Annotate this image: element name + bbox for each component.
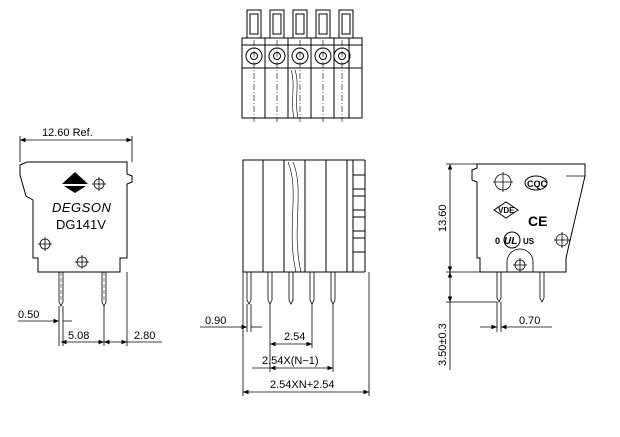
model-label: DG141V [56, 217, 106, 232]
svg-text:US: US [523, 237, 535, 246]
dim-pin-spacing-label: 5.08 [68, 330, 89, 342]
svg-text:VDE: VDE [498, 206, 515, 215]
latch-tabs [246, 9, 354, 39]
degson-logo-icon [62, 172, 88, 193]
right-view-pins [496, 272, 545, 303]
brand-label: DEGSON [52, 200, 111, 215]
dim-offset-label: 2.80 [134, 330, 155, 342]
dim-right-pin-thickness-label: 0.70 [519, 315, 540, 327]
dim-pitch-label: 2.54 [284, 331, 305, 343]
ce-mark-icon: CE [528, 213, 547, 229]
front-view: 0.90 2.54 2.54X(N−1) 2.54XN+2.54 [200, 159, 370, 396]
front-view-pins [246, 272, 336, 305]
dim-pin-thickness-label: 0.50 [18, 309, 39, 321]
front-view-body [242, 159, 354, 273]
left-view-pins [58, 272, 107, 307]
top-view [241, 9, 363, 122]
dim-pin-length-label: 3.50±0.3 [437, 323, 449, 366]
dim-width-label: 12.60 Ref. [42, 127, 93, 139]
right-crosshair-marks [493, 172, 570, 272]
dim-total-formula-label: 2.54XN+2.54 [270, 379, 335, 391]
svg-text:UL: UL [504, 236, 517, 247]
right-view: CQC VDE CE 0 UL US [437, 163, 586, 370]
crosshair-marks [38, 177, 106, 269]
break-lines [287, 161, 302, 273]
vde-mark-icon: VDE [493, 201, 519, 219]
svg-text:0: 0 [495, 236, 500, 246]
dim-pitch-formula-label: 2.54X(N−1) [262, 355, 319, 367]
dim-height-label: 13.60 [437, 204, 449, 232]
ul-mark-icon: 0 UL US [495, 231, 535, 249]
left-view-body [19, 161, 133, 273]
svg-text:CQC: CQC [527, 179, 548, 189]
cqc-mark-icon: CQC [524, 175, 548, 191]
left-view: 12.60 Ref. DEGSON DG141V [18, 127, 162, 346]
svg-text:CE: CE [528, 213, 547, 229]
dim-pin-width-label: 0.90 [205, 315, 226, 327]
